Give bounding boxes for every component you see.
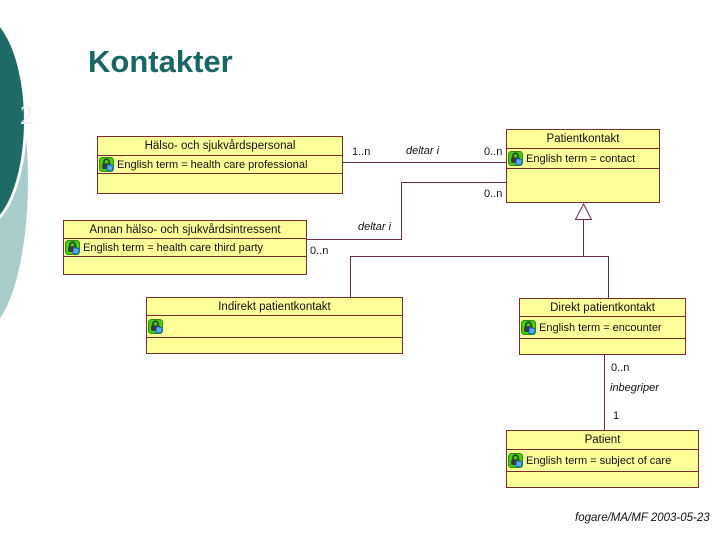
slide-footer: fogare/MA/MF 2003-05-23: [575, 512, 710, 524]
multiplicity-label: 1..n: [352, 146, 371, 158]
class-title: Patient: [507, 431, 698, 450]
generalization-crossbar-line: [350, 256, 609, 257]
assoc-annan-patientkontakt-line-v: [401, 182, 402, 240]
class-title: Annan hälso- och sjukvårdsintressent: [64, 221, 306, 239]
attribute-lock-icon: [65, 240, 80, 255]
class-box-patient[interactable]: Patient English term = subject of care: [506, 430, 699, 488]
assoc-direkt-patient-line: [604, 355, 605, 430]
class-title: Hälso- och sjukvårdspersonal: [98, 137, 342, 156]
attribute-lock-icon: [508, 453, 523, 468]
class-attribute: English term = encounter: [539, 321, 662, 334]
attribute-lock-icon: [148, 319, 163, 334]
generalization-indirekt-line: [350, 256, 351, 297]
class-operations-compartment: [147, 338, 402, 353]
class-box-annan-halso-intressent[interactable]: Annan hälso- och sjukvårdsintressent Eng…: [63, 220, 307, 275]
association-name-label: inbegriper: [610, 382, 659, 394]
assoc-halso-patientkontakt-line: [343, 162, 506, 163]
class-box-halso-och-sjukvardspersonal[interactable]: Hälso- och sjukvårdspersonal English ter…: [97, 136, 343, 194]
multiplicity-label: 0..n: [611, 362, 630, 374]
multiplicity-label: 1: [613, 410, 620, 422]
class-attribute: English term = health care professional: [117, 158, 308, 171]
class-title: Direkt patientkontakt: [520, 299, 685, 317]
association-name-label: deltar i: [358, 221, 392, 233]
class-operations-compartment: [64, 257, 306, 274]
class-title: Indirekt patientkontakt: [147, 298, 402, 316]
class-operations-compartment: [520, 339, 685, 354]
generalization-triangle-icon: [574, 203, 593, 220]
class-operations-compartment: [507, 472, 698, 487]
attribute-lock-icon: [521, 320, 536, 335]
multiplicity-label: 0..n: [484, 188, 503, 200]
multiplicity-label: 0..n: [310, 245, 329, 257]
class-box-indirekt-patientkontakt[interactable]: Indirekt patientkontakt: [146, 297, 403, 354]
assoc-annan-patientkontakt-line-h1: [307, 239, 402, 240]
slide-title: Kontakter: [88, 44, 233, 79]
generalization-stem-line: [583, 220, 584, 256]
attribute-lock-icon: [99, 157, 114, 172]
class-title: Patientkontakt: [507, 130, 659, 149]
attribute-lock-icon: [508, 151, 523, 166]
class-operations-compartment: [507, 169, 659, 202]
class-attribute: English term = subject of care: [526, 454, 672, 467]
multiplicity-label: 0..n: [484, 146, 503, 158]
class-box-direkt-patientkontakt[interactable]: Direkt patientkontakt English term = enc…: [519, 298, 686, 355]
assoc-annan-patientkontakt-line-h2: [401, 182, 506, 183]
class-operations-compartment: [98, 174, 342, 193]
class-attribute: English term = health care third party: [83, 241, 264, 254]
class-box-patientkontakt[interactable]: Patientkontakt English term = contact: [506, 129, 660, 203]
generalization-direkt-line: [608, 256, 609, 298]
slide-page-number: 2: [20, 101, 33, 130]
class-attribute: English term = contact: [526, 152, 636, 165]
association-name-label: deltar i: [406, 145, 440, 157]
